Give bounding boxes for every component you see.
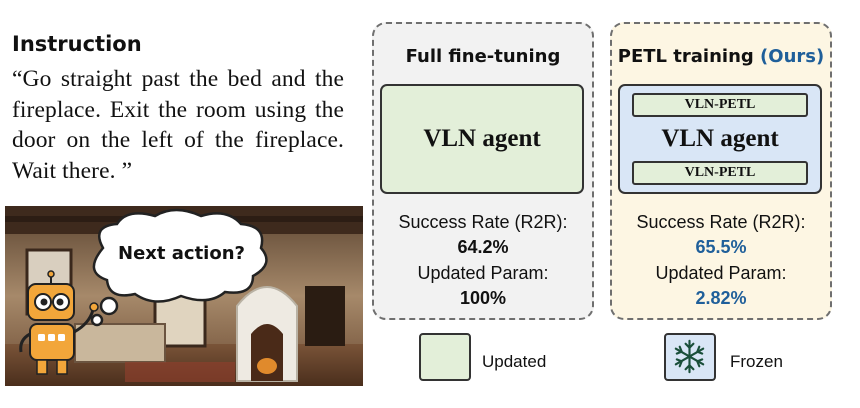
legend-frozen-label: Frozen (730, 352, 783, 371)
vln-agent-label: VLN agent (423, 125, 541, 152)
petl-training-panel: PETL training (Ours) VLN-PETL VLN agent … (610, 22, 832, 320)
bed (74, 323, 166, 363)
success-rate-label: Success Rate (R2R): (636, 212, 806, 232)
legend-updated-swatch (419, 333, 471, 381)
petl-title-main: PETL training (617, 46, 754, 67)
rug (125, 362, 235, 382)
snowflake-icon (674, 339, 705, 374)
back-cabinet (305, 286, 345, 346)
full-finetuning-panel: Full fine-tuning VLN agent Success Rate … (372, 22, 594, 320)
legend-frozen-swatch (664, 333, 716, 381)
instruction-text: “Go straight past the bed and the firepl… (12, 66, 344, 184)
updated-param-value: 2.82% (695, 288, 747, 308)
thought-dot-large (99, 296, 119, 316)
updated-param-label: Updated Param: (417, 263, 549, 283)
instruction-heading: Instruction (12, 32, 142, 56)
success-rate-label: Success Rate (R2R): (398, 212, 568, 232)
thought-dot-small (90, 313, 104, 327)
updated-param-label: Updated Param: (655, 263, 787, 283)
robot-icon (19, 270, 99, 375)
full-finetuning-title: Full fine-tuning (405, 46, 561, 67)
updated-param-value: 100% (459, 288, 507, 308)
petl-title-ours: (Ours) (760, 46, 825, 67)
vln-petl-module-bottom: VLN-PETL (632, 161, 808, 185)
petl-training-title: PETL training (Ours) (612, 46, 830, 67)
thought-bubble (92, 208, 268, 303)
fireplace-fire (257, 358, 277, 374)
legend-updated-label: Updated (482, 352, 547, 371)
success-rate-value: 64.2% (457, 237, 509, 257)
vln-agent-label: VLN agent (661, 125, 779, 152)
room-scene (5, 206, 363, 386)
vln-agent-updated-box: VLN agent (380, 84, 584, 194)
bubble-text: Next action? (118, 243, 245, 264)
success-rate-value: 65.5% (695, 237, 747, 257)
vln-petl-module-top: VLN-PETL (632, 93, 808, 117)
vln-agent-frozen-box: VLN-PETL VLN agent VLN-PETL (618, 84, 822, 194)
